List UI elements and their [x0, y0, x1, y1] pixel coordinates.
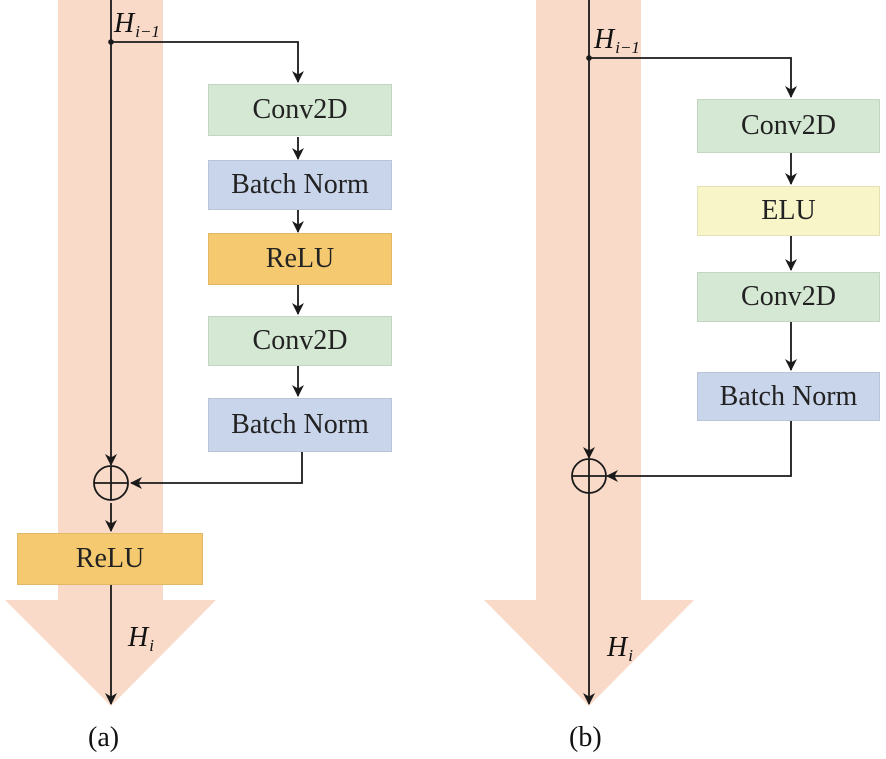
panel-a-output-label: Hi — [128, 622, 154, 655]
panel-a-relu-block: ReLU — [208, 233, 392, 285]
panel-a-return-line — [130, 452, 303, 489]
panel-b-conv2d-block-1: Conv2D — [697, 99, 880, 153]
panel-b-return-line — [606, 421, 792, 482]
panel-a-batch-norm-block-1: Batch Norm — [208, 160, 392, 210]
panel-a-caption: (a) — [88, 722, 120, 753]
panel-a-conv2d-block-2: Conv2D — [208, 316, 392, 366]
panel-b-caption: (b) — [569, 722, 602, 753]
panel-b-elu-block: ELU — [697, 186, 880, 236]
panel-a-branch-line — [111, 41, 304, 83]
panel-a-post-relu-block: ReLU — [17, 533, 203, 585]
panel-a-conv2d-block-1: Conv2D — [208, 84, 392, 136]
panel-a-batch-norm-block-2: Batch Norm — [208, 398, 392, 452]
panel-b-split-dot — [586, 55, 592, 61]
panel-b-batch-norm-block: Batch Norm — [697, 372, 880, 421]
panel-b-branch-line — [589, 57, 797, 98]
panel-b-conv2d-block-2: Conv2D — [697, 272, 880, 322]
panel-b-output-label: Hi — [607, 632, 633, 665]
panel-b-input-label: Hi−1 — [594, 24, 640, 57]
panel-a-split-dot — [108, 39, 114, 45]
panel-a-input-label: Hi−1 — [114, 8, 160, 41]
